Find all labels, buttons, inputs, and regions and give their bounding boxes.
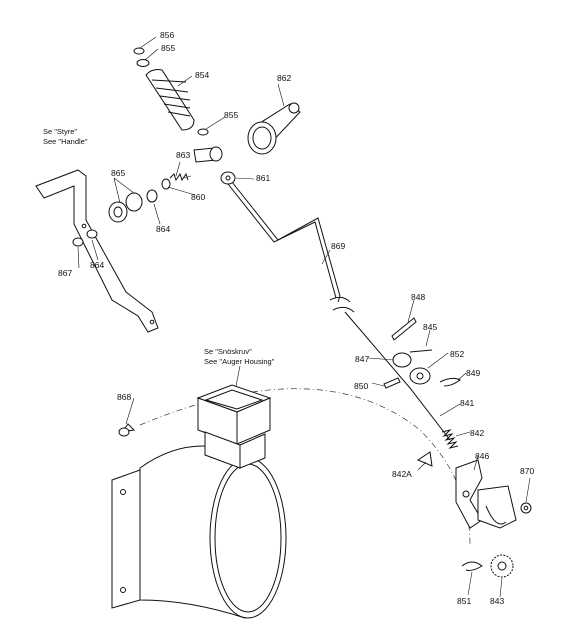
auger-housing	[111, 384, 471, 619]
crank-shaft	[227, 181, 451, 441]
cross-reference-notes: Se "Styre" See "Handle" Se "Snöskruv" Se…	[43, 127, 275, 366]
label-862: 862	[277, 73, 291, 83]
label-861: 861	[256, 173, 270, 183]
label-845: 845	[423, 322, 437, 332]
label-855-lower: 855	[224, 110, 238, 120]
label-869: 869	[331, 241, 345, 251]
label-842a: 842A	[392, 469, 412, 479]
label-867: 867	[58, 268, 72, 278]
note-handle-en: See "Handle"	[43, 137, 88, 146]
note-handle-sv: Se "Styre"	[43, 127, 77, 136]
label-854: 854	[195, 70, 209, 80]
label-870: 870	[520, 466, 534, 476]
label-864-left: 864	[90, 260, 104, 270]
label-843: 843	[490, 596, 504, 606]
label-841: 841	[460, 398, 474, 408]
part-labels: 856 855 854 862 855 863 865 861 860 864 …	[58, 30, 534, 606]
label-842: 842	[470, 428, 484, 438]
label-847: 847	[355, 354, 369, 364]
label-855-top: 855	[161, 43, 175, 53]
label-860: 860	[191, 192, 205, 202]
note-housing-en: See "Auger Housing"	[204, 357, 275, 366]
chute-control-linkage	[118, 317, 532, 578]
label-863: 863	[176, 150, 190, 160]
label-868: 868	[117, 392, 131, 402]
label-856: 856	[160, 30, 174, 40]
label-849: 849	[466, 368, 480, 378]
label-865: 865	[111, 168, 125, 178]
leader-lines	[77, 36, 531, 598]
crank-handle-assembly	[72, 47, 301, 247]
label-852: 852	[450, 349, 464, 359]
handle-bracket	[35, 169, 159, 333]
label-864-right: 864	[156, 224, 170, 234]
note-housing-sv: Se "Snöskruv"	[204, 347, 252, 356]
label-846: 846	[475, 451, 489, 461]
label-851: 851	[457, 596, 471, 606]
label-848: 848	[411, 292, 425, 302]
label-850: 850	[354, 381, 368, 391]
